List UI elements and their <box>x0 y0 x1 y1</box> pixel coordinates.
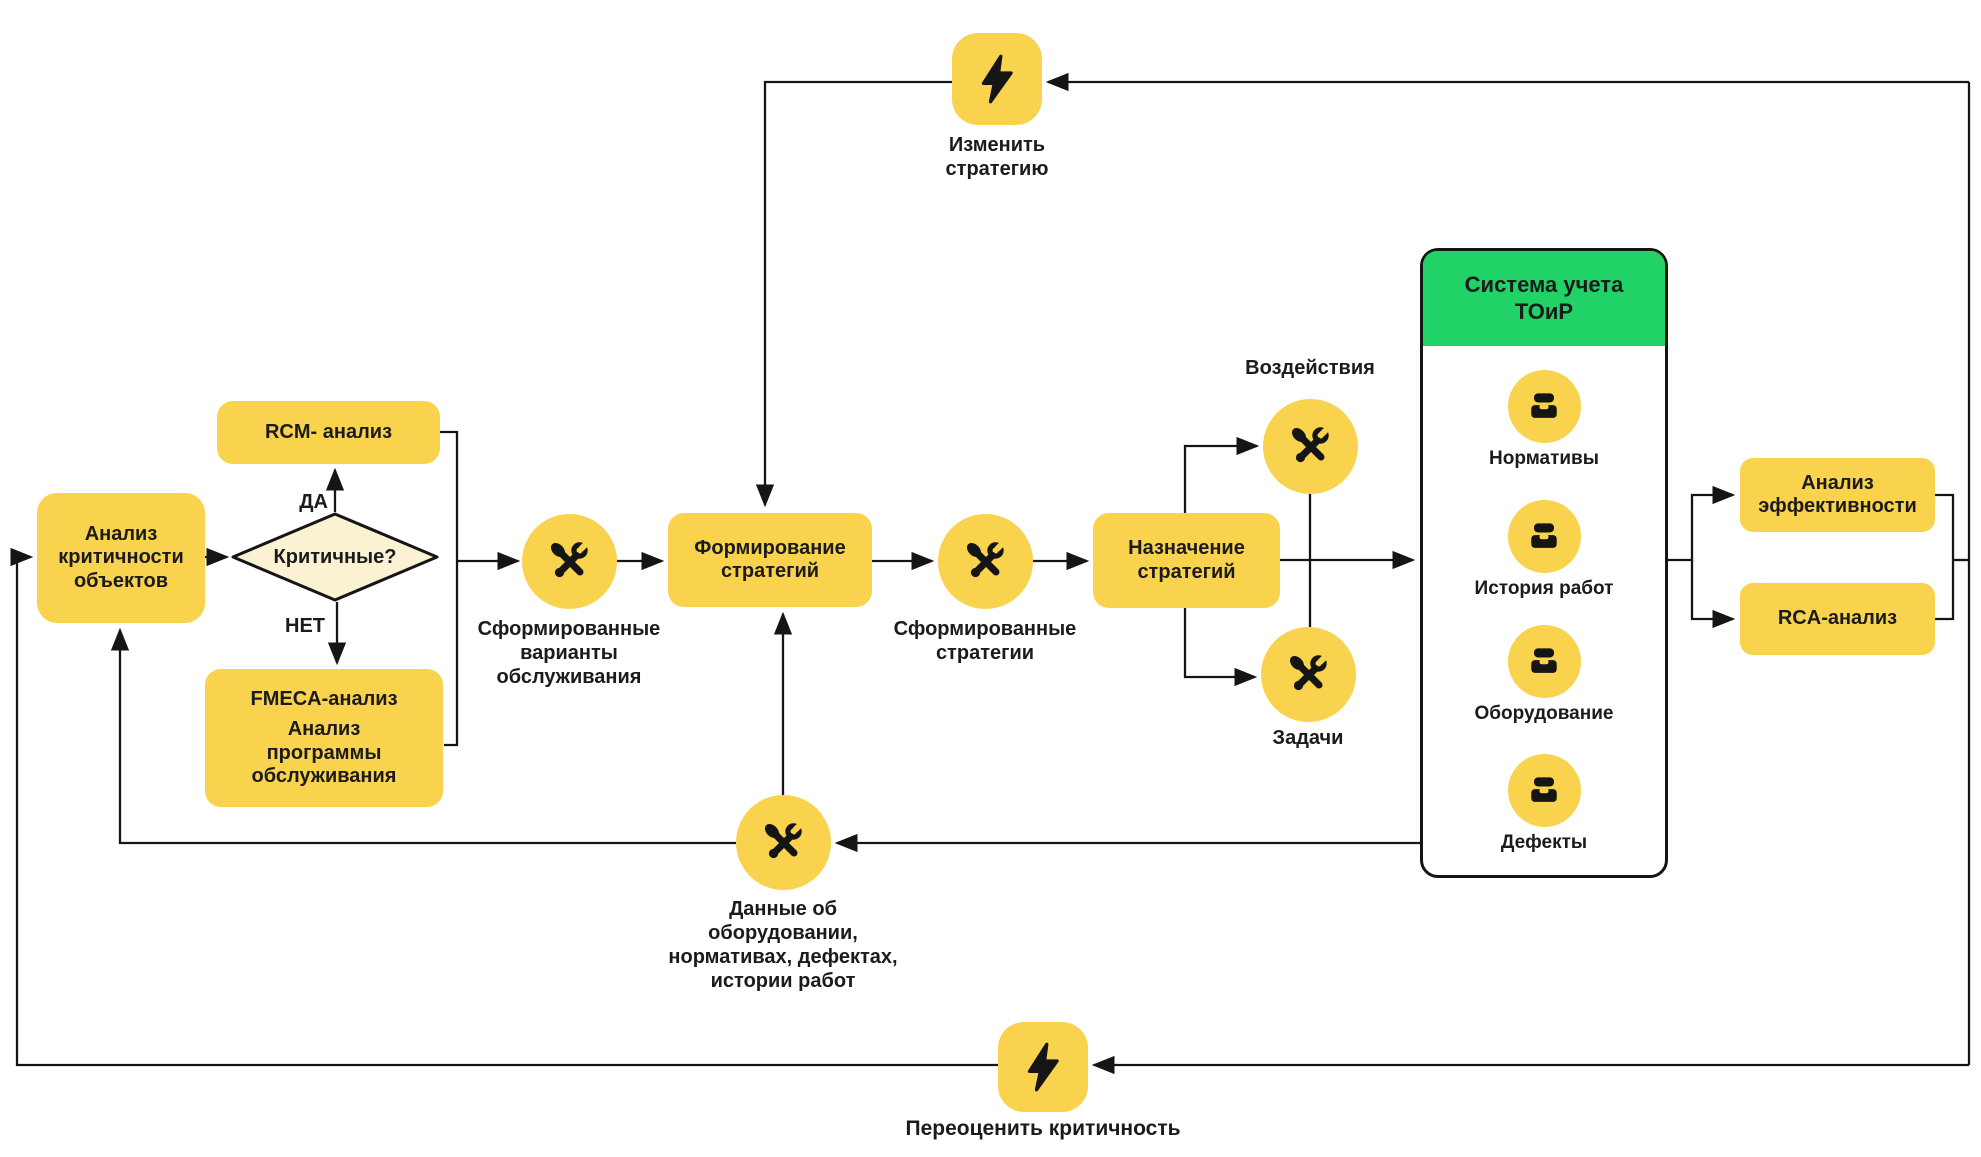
system-item-label: Дефекты <box>1500 832 1588 853</box>
process-circle-variants <box>522 514 617 609</box>
change-strategy-caption: Изменить стратегию <box>945 134 1049 180</box>
tools-icon <box>1285 651 1333 699</box>
node-fmeca-title: FMECA-анализ <box>250 688 398 711</box>
process-circle-impacts <box>1263 399 1358 494</box>
lightning-icon <box>1017 1041 1069 1093</box>
tools-icon <box>962 538 1010 586</box>
process-circle-data <box>736 795 831 890</box>
data-caption: Данные об оборудовании, нормативах, дефе… <box>668 898 898 992</box>
node-rcm-label: RCM- анализ <box>264 420 393 443</box>
tools-icon <box>1287 423 1335 471</box>
decision-no-label: НЕТ <box>285 615 325 637</box>
process-circle-strategies <box>938 514 1033 609</box>
node-strategy-assignment: Назначение стратегий <box>1093 513 1280 608</box>
decision-yes-label: ДА <box>299 491 328 513</box>
edge-system-to-rca <box>1690 560 1736 629</box>
edge-rcm-fmeca-merge <box>438 430 459 747</box>
archive-icon <box>1524 387 1564 427</box>
process-circle-tasks <box>1261 627 1356 722</box>
system-item-defects: Дефекты <box>1423 754 1665 854</box>
archive-circle <box>1507 754 1581 827</box>
decision-label: Критичные? <box>273 546 397 568</box>
toir-system-title: Система учета ТОиР <box>1464 272 1624 324</box>
tools-icon <box>546 538 594 586</box>
decision-diamond <box>231 512 439 602</box>
node-efficiency-label: Анализ эффективности <box>1758 471 1917 517</box>
node-criticality-label: Анализ критичности объектов <box>58 523 184 592</box>
node-assignment-label: Назначение стратегий <box>1128 537 1245 583</box>
archive-circle <box>1507 500 1581 573</box>
system-item-normatives: Нормативы <box>1423 370 1665 470</box>
archive-icon <box>1524 771 1564 811</box>
node-formation-label: Формирование стратегий <box>694 536 846 582</box>
node-rca-analysis: RCA-анализ <box>1740 583 1935 655</box>
reassess-criticality-caption: Переоценить критичность <box>905 1117 1181 1140</box>
edge-right-bracket <box>1935 493 1955 621</box>
edge-assignment-to-impacts <box>1183 436 1260 513</box>
toir-system-header: Система учета ТОиР <box>1423 251 1665 346</box>
system-item-work-history: История работ <box>1423 500 1665 600</box>
node-efficiency-analysis: Анализ эффективности <box>1740 458 1935 532</box>
archive-circle <box>1507 370 1581 443</box>
reassess-criticality-event <box>998 1022 1088 1112</box>
archive-circle <box>1507 625 1581 698</box>
tasks-caption: Задачи <box>1272 727 1344 749</box>
system-item-label: Оборудование <box>1474 703 1614 724</box>
edge-change-to-formation <box>755 80 952 508</box>
node-fmeca-analysis: FMECA-анализ Анализ программы обслуживан… <box>205 669 443 807</box>
system-item-label: Нормативы <box>1489 448 1599 469</box>
toir-system-panel: Система учета ТОиР Нормативы История раб… <box>1420 248 1668 878</box>
node-criticality-analysis: Анализ критичности объектов <box>37 493 205 623</box>
lightning-icon <box>971 53 1023 105</box>
edge-data-to-criticality <box>110 627 736 845</box>
edge-reassess-to-criticality <box>10 547 998 1067</box>
tools-icon <box>760 819 808 867</box>
archive-icon <box>1524 517 1564 557</box>
impacts-caption: Воздействия <box>1245 357 1375 379</box>
archive-icon <box>1524 642 1564 682</box>
strategies-caption: Сформированные стратегии <box>893 618 1077 664</box>
edge-system-to-efficiency <box>1668 485 1736 562</box>
node-strategy-formation: Формирование стратегий <box>668 513 872 607</box>
node-fmeca-subtitle: Анализ программы обслуживания <box>251 718 397 787</box>
node-rcm-analysis: RCM- анализ <box>217 401 440 464</box>
variants-caption: Сформированные варианты обслуживания <box>477 618 661 688</box>
system-item-label: История работ <box>1474 578 1614 599</box>
edge-assignment-to-tasks <box>1183 608 1258 687</box>
change-strategy-event <box>952 33 1042 125</box>
node-rca-label: RCA-анализ <box>1777 607 1898 630</box>
system-item-equipment: Оборудование <box>1423 625 1665 725</box>
